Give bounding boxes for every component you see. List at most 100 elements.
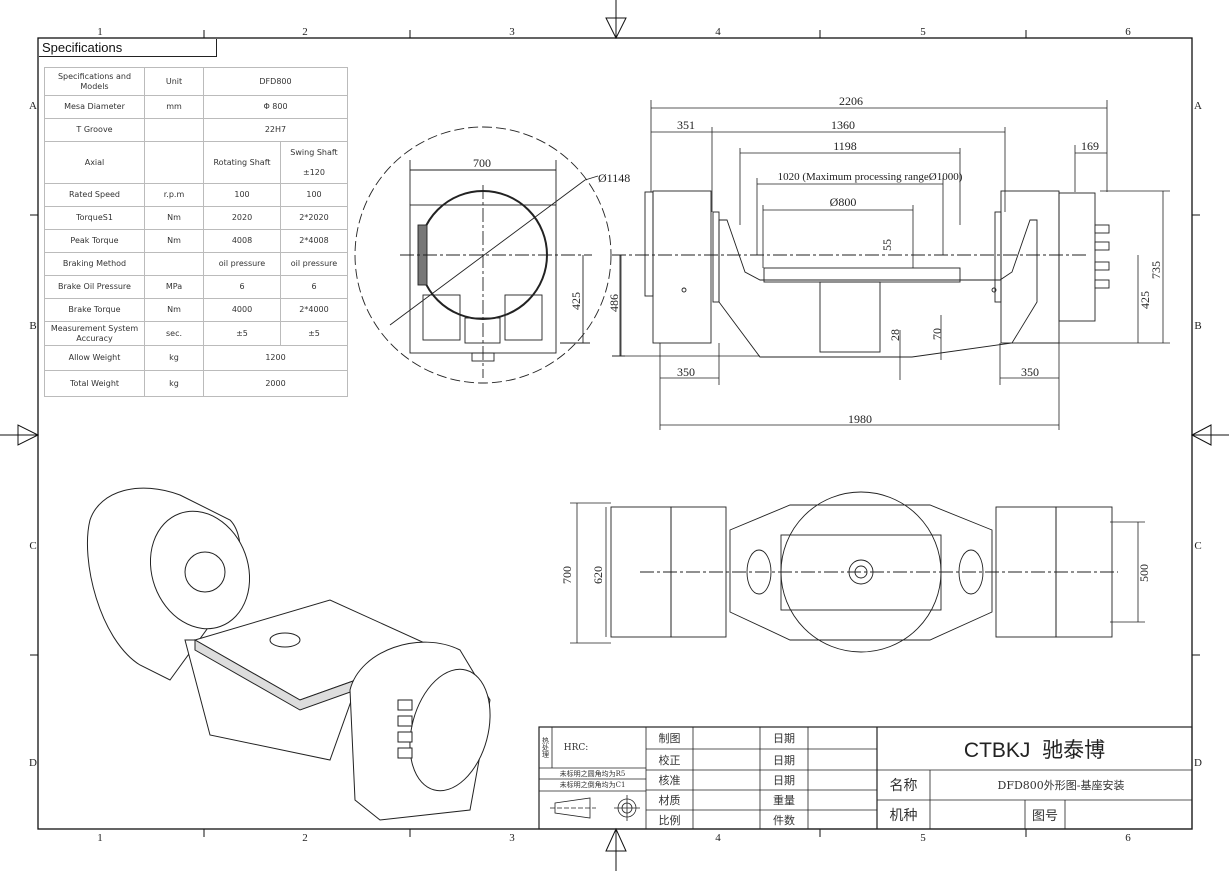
drafter-label: 制图 xyxy=(658,732,681,745)
zone-col-label: 4 xyxy=(715,26,721,38)
title-block-grid xyxy=(538,726,1193,830)
note-fillet: 未标明之圆角均为R5 xyxy=(559,769,626,778)
header-cell: Unit xyxy=(144,67,204,96)
drawing-name: DFD800外形图-基座安装 xyxy=(997,779,1125,792)
bottom-center-arrow-icon xyxy=(605,827,627,871)
note-chamfer: 未标明之倒角均为C1 xyxy=(559,781,626,789)
weight-label: 重量 xyxy=(773,794,795,807)
left-center-arrow-icon xyxy=(0,424,40,446)
date-label: 日期 xyxy=(773,732,795,745)
zone-col-label: 5 xyxy=(920,26,926,38)
cell: 6 xyxy=(280,275,348,299)
cell: Measurement System Accuracy xyxy=(44,321,145,346)
header-cell: Specifications and Models xyxy=(44,67,145,96)
dim-foot: 70 xyxy=(930,328,944,340)
dim-table-offset: 55 xyxy=(880,239,894,251)
dim-between-faces: 1360 xyxy=(831,118,855,132)
side-view: 700 Ø1148 425 xyxy=(354,126,630,384)
dim-inner-width: 1198 xyxy=(833,139,857,153)
cell: Allow Weight xyxy=(44,345,145,371)
zone-row-label: A xyxy=(1194,100,1202,112)
cell: Nm xyxy=(144,206,204,230)
cell: 2000 xyxy=(203,370,348,397)
cell: Nm xyxy=(144,229,204,253)
cell xyxy=(144,252,204,276)
dim-processing-range: 1020 (Maximum processing rangeØ1000) xyxy=(778,171,963,183)
approver-label: 核准 xyxy=(658,774,681,787)
cell: 2*4000 xyxy=(280,298,348,322)
cell: Rated Speed xyxy=(44,183,145,207)
isometric-view xyxy=(87,487,491,821)
cell: 4008 xyxy=(203,229,281,253)
dim-height: 735 xyxy=(1149,261,1163,279)
cell: 2*2020 xyxy=(280,206,348,230)
top-view: 700 620 500 xyxy=(560,491,1151,653)
heat-treatment-label: 热处理 xyxy=(541,737,550,758)
zone-labels: 1 2 3 4 5 6 1 2 3 4 5 6 A B C D A B C D xyxy=(29,26,1202,844)
zone-row-label: B xyxy=(29,320,36,332)
dim-top-width: 700 xyxy=(560,566,574,584)
zone-col-label: 6 xyxy=(1125,26,1131,38)
zone-row-label: D xyxy=(1194,757,1202,769)
zone-ticks xyxy=(30,30,1200,837)
quantity-label: 件数 xyxy=(773,813,795,827)
drawing-number-label: 图号 xyxy=(1031,809,1058,824)
cell: Brake Torque xyxy=(44,298,145,322)
dim-left-motor: 351 xyxy=(677,118,695,132)
zone-col-label: 6 xyxy=(1125,832,1131,844)
cell: kg xyxy=(144,345,204,371)
hrc-label: HRC: xyxy=(563,742,589,753)
dim-top-right-width: 500 xyxy=(1137,564,1151,582)
zone-col-label: 2 xyxy=(302,832,308,844)
cell: 6 xyxy=(203,275,281,299)
cell: Braking Method xyxy=(44,252,145,276)
cell: Mesa Diameter xyxy=(44,95,145,119)
cell: ±5 xyxy=(280,321,348,346)
cell: Φ 800 xyxy=(203,95,348,119)
checker-label: 校正 xyxy=(658,753,681,767)
cell: mm xyxy=(144,95,204,119)
cell: ±120 xyxy=(303,167,325,177)
dim-axis-height-left: 486 xyxy=(607,294,621,312)
cell xyxy=(144,141,204,184)
zone-col-label: 3 xyxy=(509,832,515,844)
cell: 2*4008 xyxy=(280,229,348,253)
dim-base-length: 1980 xyxy=(848,412,872,426)
dim-overall-length: 2206 xyxy=(839,94,863,108)
dim-side-axis-height: 425 xyxy=(569,292,583,310)
cell: Axial xyxy=(44,141,145,184)
projection-symbol-icon xyxy=(550,795,640,821)
right-center-arrow-icon xyxy=(1190,424,1229,446)
cell: Total Weight xyxy=(44,370,145,397)
cell: ±5 xyxy=(203,321,281,346)
dim-top-inner-width: 620 xyxy=(591,566,605,584)
cell: Swing Shaft xyxy=(290,147,338,157)
zone-col-label: 4 xyxy=(715,832,721,844)
cell: T Groove xyxy=(44,118,145,142)
top-center-arrow-icon xyxy=(605,0,627,40)
dim-side-diameter: Ø1148 xyxy=(598,171,630,185)
scale-label: 比例 xyxy=(658,813,681,827)
zone-row-label: D xyxy=(29,757,37,769)
dim-side-width: 700 xyxy=(473,156,491,170)
cell: TorqueS1 xyxy=(44,206,145,230)
zone-row-label: C xyxy=(29,540,36,552)
dim-base-step: 28 xyxy=(888,329,902,341)
name-label: 名称 xyxy=(889,778,918,794)
zone-col-label: 1 xyxy=(97,832,103,844)
swing-envelope-circle xyxy=(354,126,612,384)
table-header-row: Specifications and Models Unit DFD800 xyxy=(44,67,348,96)
front-view: 2206 351 1360 1198 1020 (Maximum process… xyxy=(607,94,1170,430)
cell: oil pressure xyxy=(280,252,348,276)
zone-col-label: 2 xyxy=(302,26,308,38)
